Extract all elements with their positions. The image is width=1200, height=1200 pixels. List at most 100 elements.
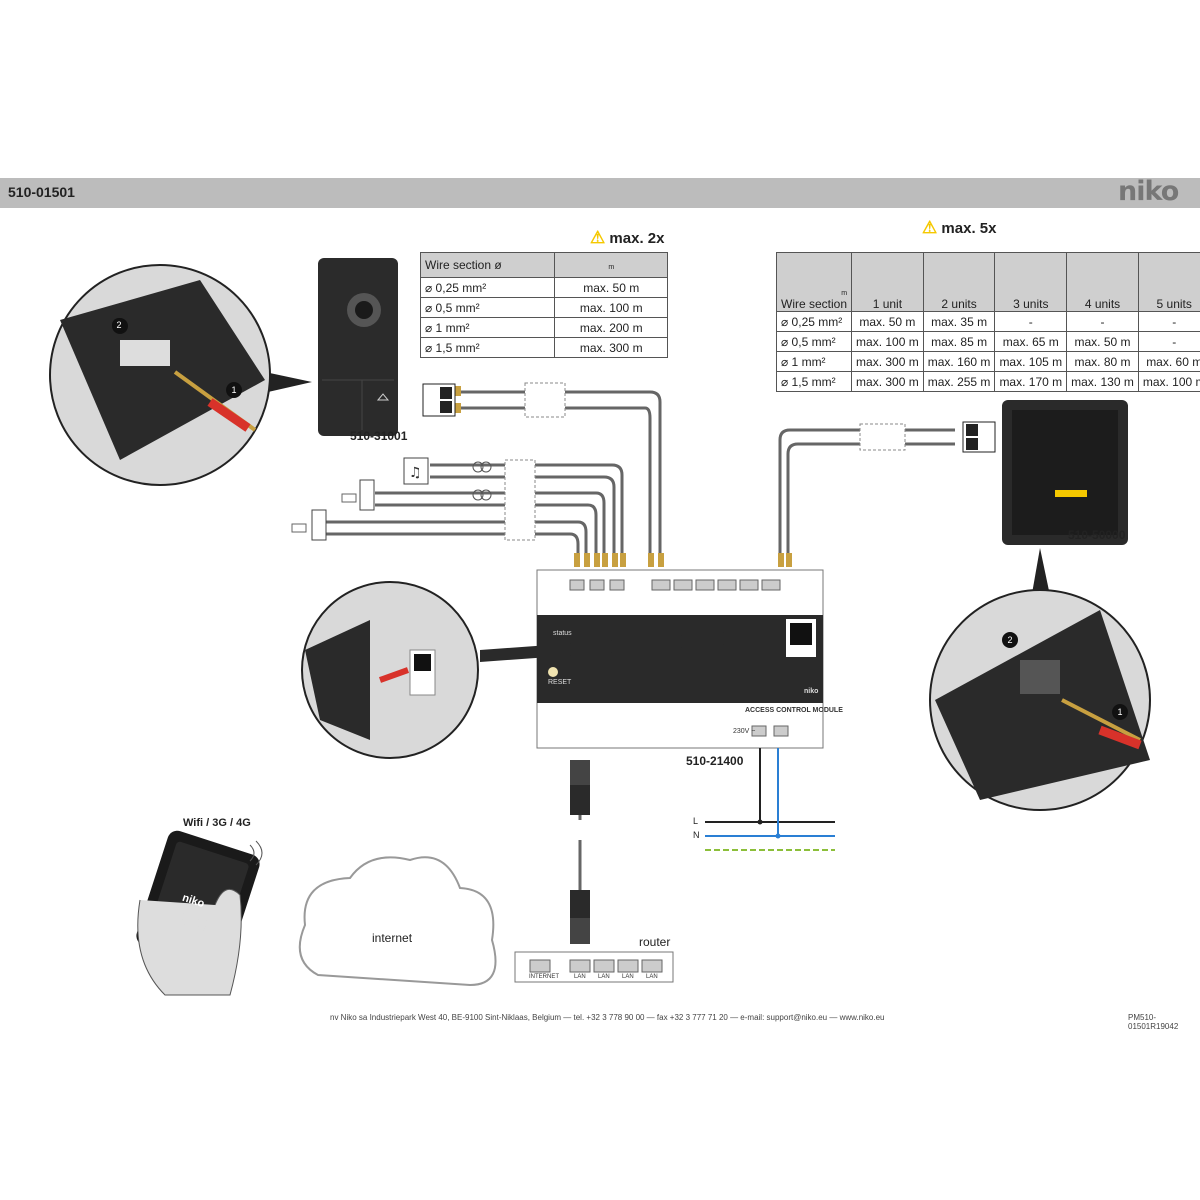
wire-section: ⌀ 0,5 mm²: [775, 331, 853, 352]
header-bar: [0, 178, 1200, 208]
wire-section: ⌀ 0,25 mm²: [419, 277, 556, 298]
callout-pointer-outdoor: [265, 372, 312, 392]
router-port-internet: INTERNET: [529, 974, 559, 980]
warning-right-text: max. 5x: [941, 220, 997, 237]
door-lock-icon-2: [291, 509, 327, 541]
cell: max. 100 m: [851, 331, 924, 352]
internet-label: internet: [372, 931, 413, 945]
module-power-label: 230V ~: [733, 728, 756, 735]
niko-logo: niko: [1118, 176, 1179, 207]
cell: max. 50 m: [851, 311, 924, 332]
outdoor-unit-wires: [460, 390, 662, 555]
wire-section: ⌀ 1 mm²: [775, 351, 853, 372]
ethernet-cable: [570, 760, 590, 944]
cell: max. 300 m: [851, 351, 924, 372]
router-port-lan: LAN: [598, 974, 610, 980]
unit-col-1: 1 unit: [851, 252, 924, 312]
zoom-module-label: [301, 581, 479, 759]
wire-section: ⌀ 1,5 mm²: [775, 371, 853, 392]
cell: max. 130 m: [1066, 371, 1139, 392]
unit-col-2: 2 units: [922, 252, 996, 312]
peripheral-wires: [325, 463, 624, 555]
cell: max. 105 m: [994, 351, 1068, 372]
wire-table-outdoor-distance: m: [554, 252, 668, 278]
connector-left: [422, 383, 456, 417]
speaker-icon: ♫: [403, 457, 429, 485]
router-port-lan: LAN: [646, 974, 658, 980]
cable-breaks: [504, 382, 906, 541]
cell: max. 100 m: [1137, 371, 1200, 392]
transformer-icons: [472, 461, 492, 501]
indoor-panel: [1002, 400, 1128, 545]
mains-n-label: N: [693, 830, 700, 840]
access-control-module: [536, 569, 824, 749]
callout-pointer-module: [480, 628, 786, 662]
unit-col-4: 4 units: [1066, 252, 1139, 312]
cell: -: [1137, 311, 1200, 332]
module-title: ACCESS CONTROL MODULE: [745, 707, 843, 714]
module-status-label: status: [553, 630, 572, 637]
zoom-outdoor-terminals: [49, 264, 271, 486]
warning-left: ⚠ max. 2x: [590, 228, 664, 248]
unit-col-3: 3 units: [994, 252, 1068, 312]
router-device: [514, 951, 674, 983]
max-length: max. 200 m: [554, 317, 668, 338]
phone-caption: Wifi / 3G / 4G: [183, 817, 251, 829]
cell: -: [1066, 311, 1139, 332]
cell: max. 65 m: [994, 331, 1068, 352]
cell: max. 255 m: [922, 371, 996, 392]
internet-cloud: [298, 856, 497, 987]
smartphone: [136, 830, 263, 996]
max-length: max. 100 m: [554, 297, 668, 318]
door-lock-icon-1: [341, 479, 375, 511]
module-reset-label: RESET: [548, 679, 572, 686]
cell: max. 300 m: [851, 371, 924, 392]
cell: max. 80 m: [1066, 351, 1139, 372]
warning-icon: ⚠: [922, 218, 938, 237]
wire-section: ⌀ 1 mm²: [419, 317, 556, 338]
cell: max. 85 m: [922, 331, 996, 352]
mains-l-label: L: [693, 816, 699, 826]
module-label: 510-21400: [686, 754, 744, 768]
cell: max. 160 m: [922, 351, 996, 372]
cell: max. 35 m: [922, 311, 996, 332]
connector-right: [962, 421, 996, 453]
cell: max. 170 m: [994, 371, 1068, 392]
footer-address: nv Niko sa Industriepark West 40, BE-910…: [330, 1013, 885, 1022]
distance-label: m: [608, 264, 615, 271]
warning-left-text: max. 2x: [609, 230, 665, 247]
zoom-indoor-terminals: [929, 589, 1151, 811]
max-length: max. 50 m: [554, 277, 668, 298]
distance-label: m: [841, 290, 848, 297]
wire-table-indoor-header: m Wire section: [775, 252, 853, 312]
module-brand: niko: [804, 688, 819, 695]
warning-right: ⚠ max. 5x: [922, 218, 996, 238]
step-1-badge: 1: [1113, 705, 1127, 719]
warning-icon: ⚠: [590, 228, 606, 247]
cell: max. 50 m: [1066, 331, 1139, 352]
wire-section-label: Wire section: [781, 297, 848, 311]
step-2-badge: 2: [1003, 633, 1017, 647]
mains-lines: [705, 748, 835, 851]
wire-table-indoor: m Wire section 1 unit 2 units 3 units 4 …: [775, 252, 1200, 392]
indoor-panel-wires: [778, 428, 955, 555]
cell: -: [994, 311, 1068, 332]
router-port-lan: LAN: [574, 974, 586, 980]
wire-table-outdoor-header: Wire section ø: [419, 252, 556, 278]
wire-section: ⌀ 1,5 mm²: [419, 337, 556, 358]
step-2-badge: 2: [112, 318, 126, 332]
unit-col-5: 5 units: [1137, 252, 1200, 312]
outdoor-unit-label: 510-31001: [350, 429, 408, 443]
step-1-badge: 1: [227, 383, 241, 397]
wire-section: ⌀ 0,25 mm²: [775, 311, 853, 332]
